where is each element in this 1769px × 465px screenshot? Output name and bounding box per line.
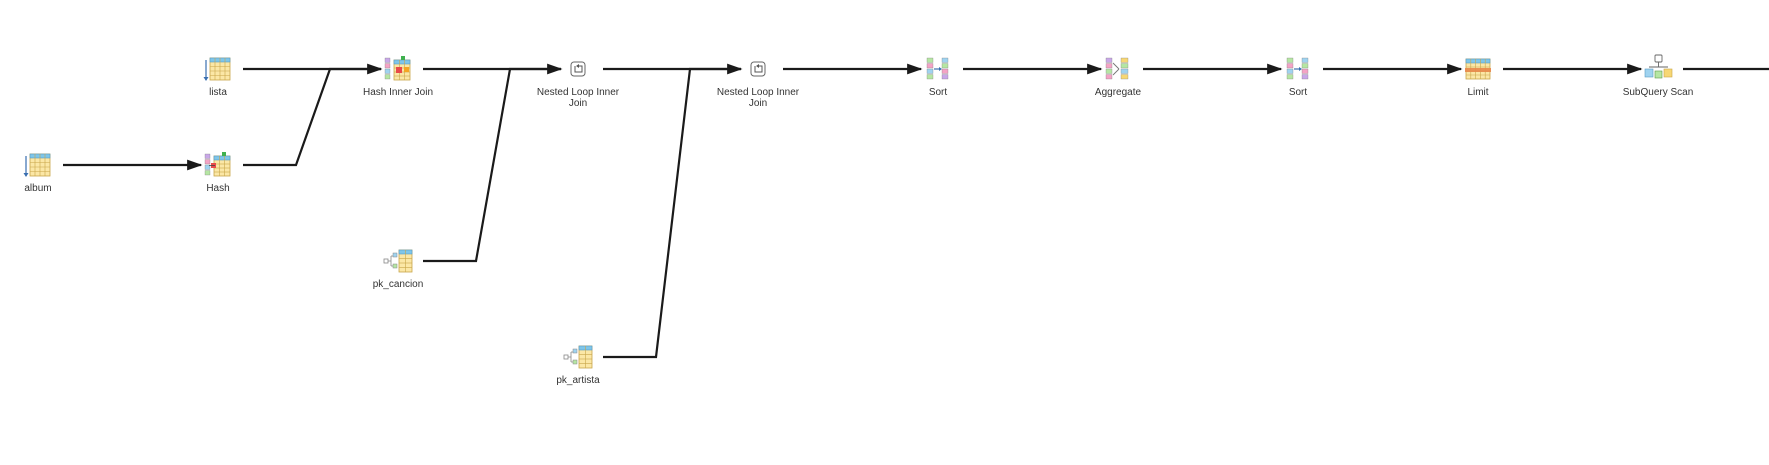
plan-node-label: Sort bbox=[1289, 87, 1308, 98]
hash-join-icon bbox=[384, 56, 411, 81]
hash-icon bbox=[204, 152, 231, 177]
plan-node-label: Join bbox=[749, 98, 767, 109]
seq-scan-icon bbox=[203, 57, 231, 81]
edges-layer bbox=[63, 63, 1769, 359]
nodes-layer: lista album Hash Hash Inner Join pk_cancion N… bbox=[23, 54, 1694, 386]
plan-node-label: Sort bbox=[929, 87, 948, 98]
limit-icon bbox=[1465, 58, 1491, 80]
plan-node-label: pk_artista bbox=[556, 375, 600, 386]
sort-icon bbox=[926, 57, 949, 80]
plan-node-pk-artista[interactable]: pk_artista bbox=[556, 345, 600, 386]
plan-node-label: Join bbox=[569, 98, 587, 109]
seq-scan-icon bbox=[23, 153, 51, 177]
plan-node-aggregate[interactable]: Aggregate bbox=[1095, 57, 1142, 98]
plan-node-sort2[interactable]: Sort bbox=[1286, 57, 1309, 98]
plan-node-album[interactable]: album bbox=[23, 153, 52, 194]
plan-node-label: pk_cancion bbox=[373, 279, 424, 290]
sort-icon bbox=[1286, 57, 1309, 80]
plan-node-subquery-scan[interactable]: SubQuery Scan bbox=[1623, 54, 1694, 98]
edge-pk_artista-to-nl2 bbox=[603, 67, 741, 359]
plan-node-limit[interactable]: Limit bbox=[1465, 58, 1491, 98]
nested-loop-icon bbox=[570, 61, 586, 77]
plan-node-label: Nested Loop Inner bbox=[717, 87, 800, 98]
edge-pk_cancion-to-nl1 bbox=[423, 67, 561, 263]
plan-node-pk-cancion[interactable]: pk_cancion bbox=[373, 249, 424, 290]
index-scan-icon bbox=[383, 249, 413, 273]
plan-node-sort1[interactable]: Sort bbox=[926, 57, 949, 98]
plan-node-hash-join[interactable]: Hash Inner Join bbox=[363, 56, 433, 98]
plan-node-label: Hash bbox=[206, 183, 229, 194]
plan-node-label: Nested Loop Inner bbox=[537, 87, 620, 98]
subquery-scan-icon bbox=[1644, 54, 1673, 79]
edge-hash-to-hash_join bbox=[243, 67, 381, 167]
aggregate-icon bbox=[1105, 57, 1129, 80]
plan-node-label: lista bbox=[209, 87, 227, 98]
plan-node-label: SubQuery Scan bbox=[1623, 87, 1694, 98]
plan-node-label: album bbox=[24, 183, 51, 194]
plan-node-label: Limit bbox=[1467, 87, 1488, 98]
index-scan-icon bbox=[563, 345, 593, 369]
plan-node-lista[interactable]: lista bbox=[203, 57, 231, 98]
plan-node-label: Aggregate bbox=[1095, 87, 1142, 98]
plan-node-hash[interactable]: Hash bbox=[204, 152, 231, 194]
nested-loop-icon bbox=[750, 61, 766, 77]
plan-node-label: Hash Inner Join bbox=[363, 87, 433, 98]
